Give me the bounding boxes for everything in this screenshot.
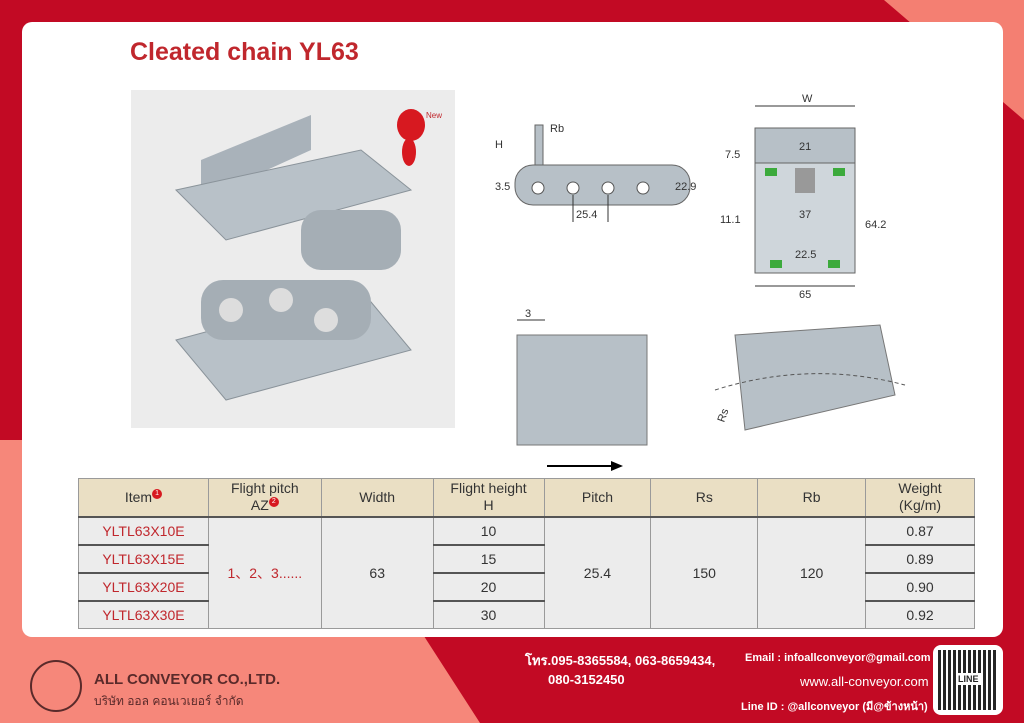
label: AZ bbox=[250, 497, 269, 514]
top-view-drawing: 3 bbox=[516, 308, 648, 446]
label: 25.4 bbox=[543, 515, 652, 629]
table-row: YLTL63X20E 20 0.90 bbox=[78, 571, 975, 601]
label: 64.2 bbox=[865, 219, 886, 231]
side-view-drawing: H Rb 3.5 22.9 25.4 bbox=[495, 123, 696, 222]
page-title: Cleated chain YL63 bbox=[130, 38, 359, 66]
label: 3.5 bbox=[495, 181, 510, 193]
table-row: YLTL63X30E 30 0.92 bbox=[78, 599, 975, 629]
label: Rb bbox=[550, 123, 564, 135]
email[interactable]: Email : infoallconveyor@gmail.com bbox=[745, 652, 931, 664]
label: 150 bbox=[650, 515, 759, 629]
label: H bbox=[495, 139, 503, 151]
col-pitch: Pitch bbox=[543, 478, 652, 517]
label: 2 bbox=[268, 497, 279, 508]
new-badge: New bbox=[426, 111, 442, 120]
label: 0.92 bbox=[865, 599, 975, 629]
label: 0.87 bbox=[865, 515, 975, 545]
label: 21 bbox=[799, 141, 811, 153]
table-row: YLTL63X15E 15 0.89 bbox=[78, 543, 975, 573]
table-row: YLTL63X10E 1、2、3...... 63 10 25.4 150 12… bbox=[78, 515, 975, 629]
label: Flight height bbox=[450, 480, 527, 497]
label: H bbox=[483, 497, 494, 514]
label: Item bbox=[124, 488, 153, 505]
col-width: Width bbox=[320, 478, 434, 517]
label: Rs bbox=[716, 407, 732, 424]
product-photo: New bbox=[131, 90, 455, 428]
label: 22.5 bbox=[795, 249, 816, 261]
label: W bbox=[802, 93, 813, 105]
label: 1 bbox=[152, 488, 163, 499]
label: 10 bbox=[432, 515, 545, 545]
label: YLTL63X20E bbox=[78, 571, 209, 601]
label: Flight pitch bbox=[230, 480, 299, 497]
company-name: ALL CONVEYOR CO.,LTD. bbox=[94, 671, 281, 688]
label: 30 bbox=[432, 599, 545, 629]
label: 0.89 bbox=[865, 543, 975, 573]
label: 37 bbox=[799, 209, 811, 221]
col-rs: Rs bbox=[650, 478, 759, 517]
company-logo-icon bbox=[30, 660, 82, 712]
label: 1、2、3...... bbox=[207, 515, 322, 629]
label: 65 bbox=[799, 289, 811, 298]
label: YLTL63X15E bbox=[78, 543, 209, 573]
col-rb: Rb bbox=[757, 478, 867, 517]
label: YLTL63X30E bbox=[78, 599, 209, 629]
label: 120 bbox=[757, 515, 867, 629]
curve-view-drawing: Rs bbox=[714, 324, 906, 431]
direction-arrow-icon bbox=[547, 461, 623, 471]
label: 20 bbox=[432, 571, 545, 601]
line-qr-code[interactable]: LINE bbox=[933, 645, 1003, 715]
front-view-drawing: W 7.5 21 11.1 37 64.2 22.5 65 bbox=[720, 93, 886, 298]
label: 7.5 bbox=[725, 149, 740, 161]
label: YLTL63X10E bbox=[78, 515, 209, 545]
label: 25.4 bbox=[576, 209, 597, 221]
company-name-thai: บริษัท ออล คอนเวเยอร์ จำกัด bbox=[94, 694, 244, 708]
label: LINE bbox=[956, 673, 981, 685]
label: (Kg/m) bbox=[899, 497, 942, 514]
label: 63 bbox=[320, 515, 434, 629]
label: Weight bbox=[898, 480, 942, 497]
col-weight: Weight(Kg/m) bbox=[865, 478, 975, 517]
line-id: Line ID : @allconveyor (มี@ข้างหน้า) bbox=[741, 701, 928, 713]
label: 15 bbox=[432, 543, 545, 573]
website-link[interactable]: www.all-conveyor.com bbox=[800, 674, 929, 689]
label: 3 bbox=[525, 308, 531, 320]
phone-number-2: 080-3152450 bbox=[548, 672, 625, 687]
phone-numbers: โทร.095-8365584, 063-8659434, bbox=[525, 653, 716, 668]
label: 22.9 bbox=[675, 181, 696, 193]
label: 11.1 bbox=[720, 214, 741, 226]
label: 0.90 bbox=[865, 571, 975, 601]
